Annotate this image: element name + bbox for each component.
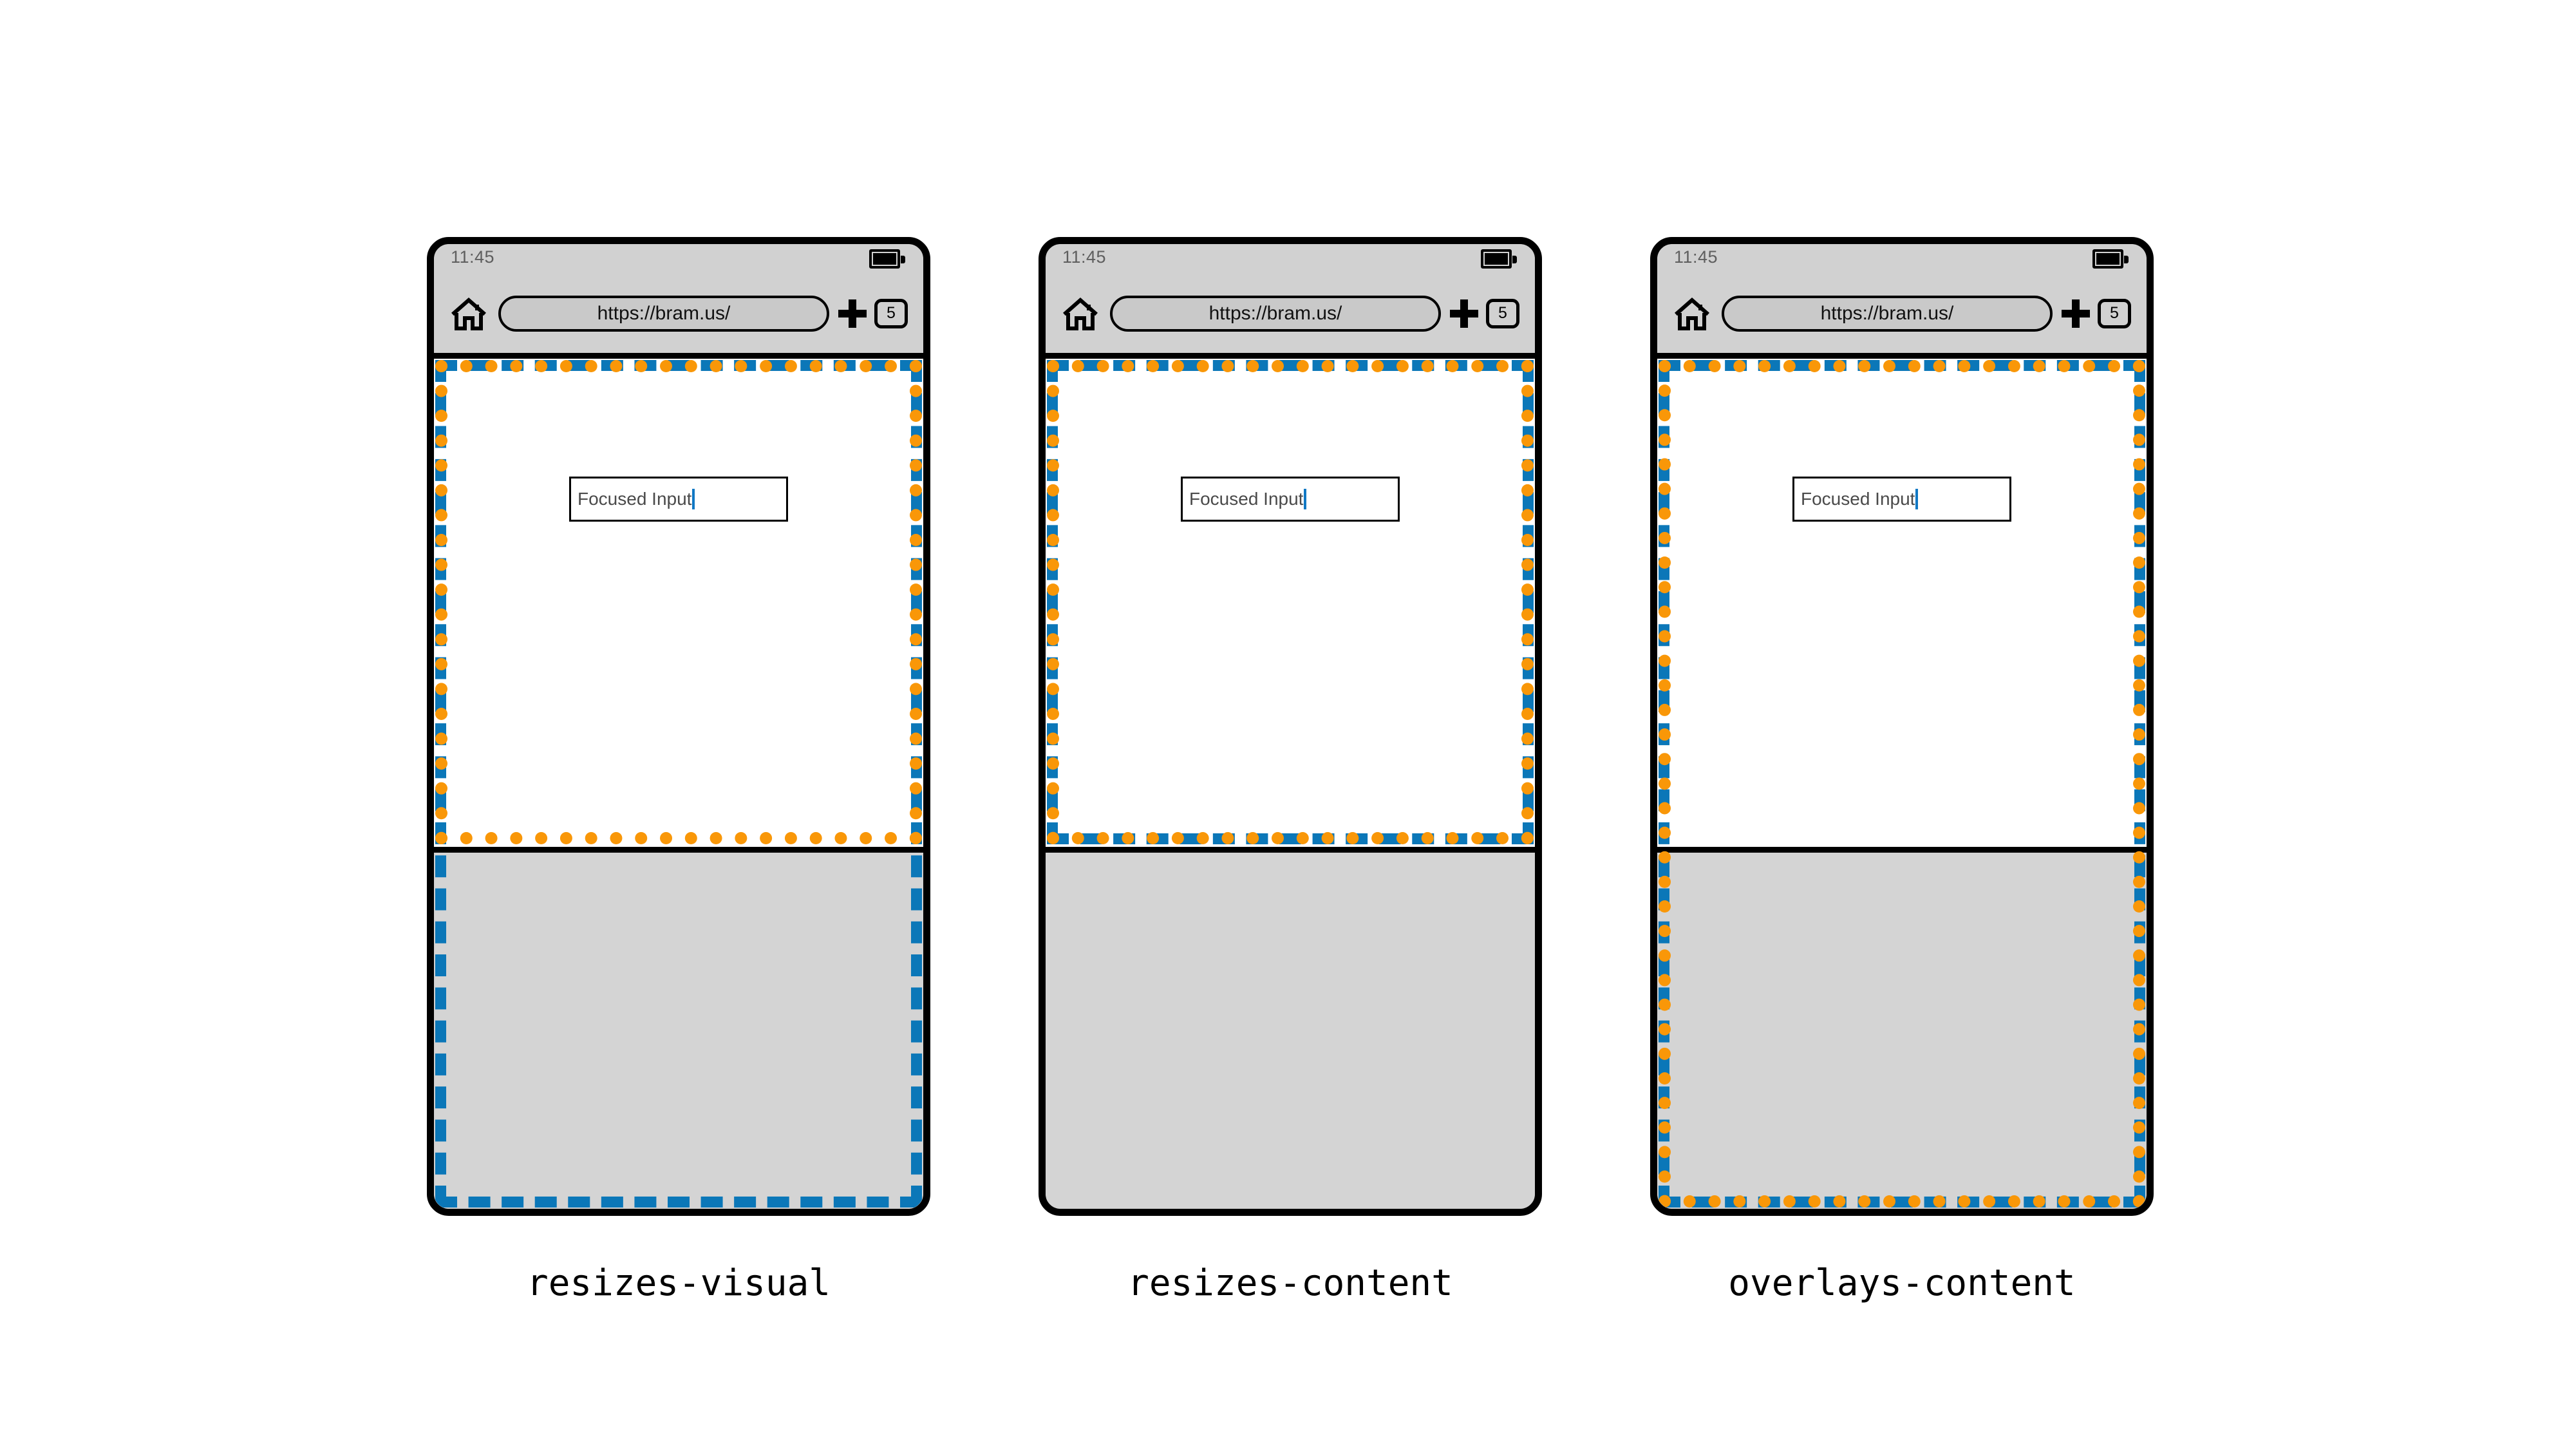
status-bar: 11:45 (1046, 244, 1535, 274)
status-clock: 11:45 (1062, 247, 1107, 267)
focused-input-value: Focused Input (1801, 489, 1915, 509)
phone-mockup-overlays-content: 11:45 (1650, 237, 2154, 1216)
virtual-keyboard (1657, 847, 2147, 1209)
focused-input-value: Focused Input (1189, 489, 1304, 509)
phone-mockup-resizes-visual: 11:45 (427, 237, 930, 1216)
panel-caption-resizes-content: resizes-content (1127, 1262, 1453, 1304)
tab-count-button[interactable]: 5 (1486, 298, 1519, 328)
home-icon[interactable] (1674, 297, 1710, 330)
address-bar-url: https://bram.us/ (597, 302, 731, 324)
battery-fill (873, 253, 896, 265)
browser-toolbar: https://bram.us/ 5 (1046, 274, 1535, 353)
battery-full-icon (869, 249, 907, 269)
status-bar: 11:45 (1657, 244, 2147, 274)
browser-chrome: 11:45 (1046, 244, 1535, 359)
tab-count-button[interactable]: 5 (874, 298, 908, 328)
browser-toolbar: https://bram.us/ 5 (1657, 274, 2147, 353)
panel-caption-resizes-visual: resizes-visual (526, 1262, 831, 1304)
phone-mockup-resizes-content: 11:45 (1039, 237, 1542, 1216)
battery-shell (869, 249, 900, 269)
tab-count-label: 5 (1498, 304, 1507, 322)
address-bar[interactable]: https://bram.us/ (1722, 295, 2053, 332)
browser-chrome: 11:45 (434, 244, 923, 359)
battery-nub (901, 256, 905, 263)
virtual-keyboard (1046, 847, 1535, 1209)
tab-count-label: 5 (887, 304, 896, 322)
home-icon[interactable] (1062, 297, 1098, 330)
text-caret (692, 489, 695, 509)
phone-screen: 11:45 (1046, 244, 1535, 1209)
battery-nub (1512, 256, 1517, 263)
web-content-area: Focused Input (1657, 359, 2147, 847)
tab-count-label: 5 (2110, 304, 2119, 322)
phone-screen: 11:45 (1657, 244, 2147, 1209)
plus-icon[interactable] (1450, 299, 1478, 328)
web-content-area: Focused Input (434, 359, 923, 847)
status-clock: 11:45 (1674, 247, 1718, 267)
battery-shell (2092, 249, 2123, 269)
battery-nub (2124, 256, 2129, 263)
browser-toolbar: https://bram.us/ 5 (434, 274, 923, 353)
tab-count-button[interactable]: 5 (2098, 298, 2131, 328)
focused-input[interactable]: Focused Input (569, 477, 788, 522)
focused-input-value: Focused Input (578, 489, 692, 509)
text-caret (1304, 489, 1307, 509)
battery-fill (2096, 253, 2120, 265)
plus-icon[interactable] (838, 299, 867, 328)
status-clock: 11:45 (451, 247, 495, 267)
address-bar-url: https://bram.us/ (1820, 302, 1954, 324)
address-bar[interactable]: https://bram.us/ (498, 295, 829, 332)
battery-full-icon (1481, 249, 1518, 269)
virtual-keyboard (434, 847, 923, 1209)
home-icon[interactable] (451, 297, 487, 330)
browser-chrome: 11:45 (1657, 244, 2147, 359)
battery-shell (1481, 249, 1512, 269)
panel-caption-overlays-content: overlays-content (1728, 1262, 2076, 1304)
battery-full-icon (2092, 249, 2130, 269)
address-bar-url: https://bram.us/ (1208, 302, 1342, 324)
focused-input[interactable]: Focused Input (1181, 477, 1400, 522)
status-bar: 11:45 (434, 244, 923, 274)
plus-icon[interactable] (2062, 299, 2090, 328)
text-caret (1915, 489, 1919, 509)
address-bar[interactable]: https://bram.us/ (1110, 295, 1441, 332)
battery-fill (1485, 253, 1508, 265)
web-content-area: Focused Input (1046, 359, 1535, 847)
focused-input[interactable]: Focused Input (1792, 477, 2011, 522)
phone-screen: 11:45 (434, 244, 923, 1209)
